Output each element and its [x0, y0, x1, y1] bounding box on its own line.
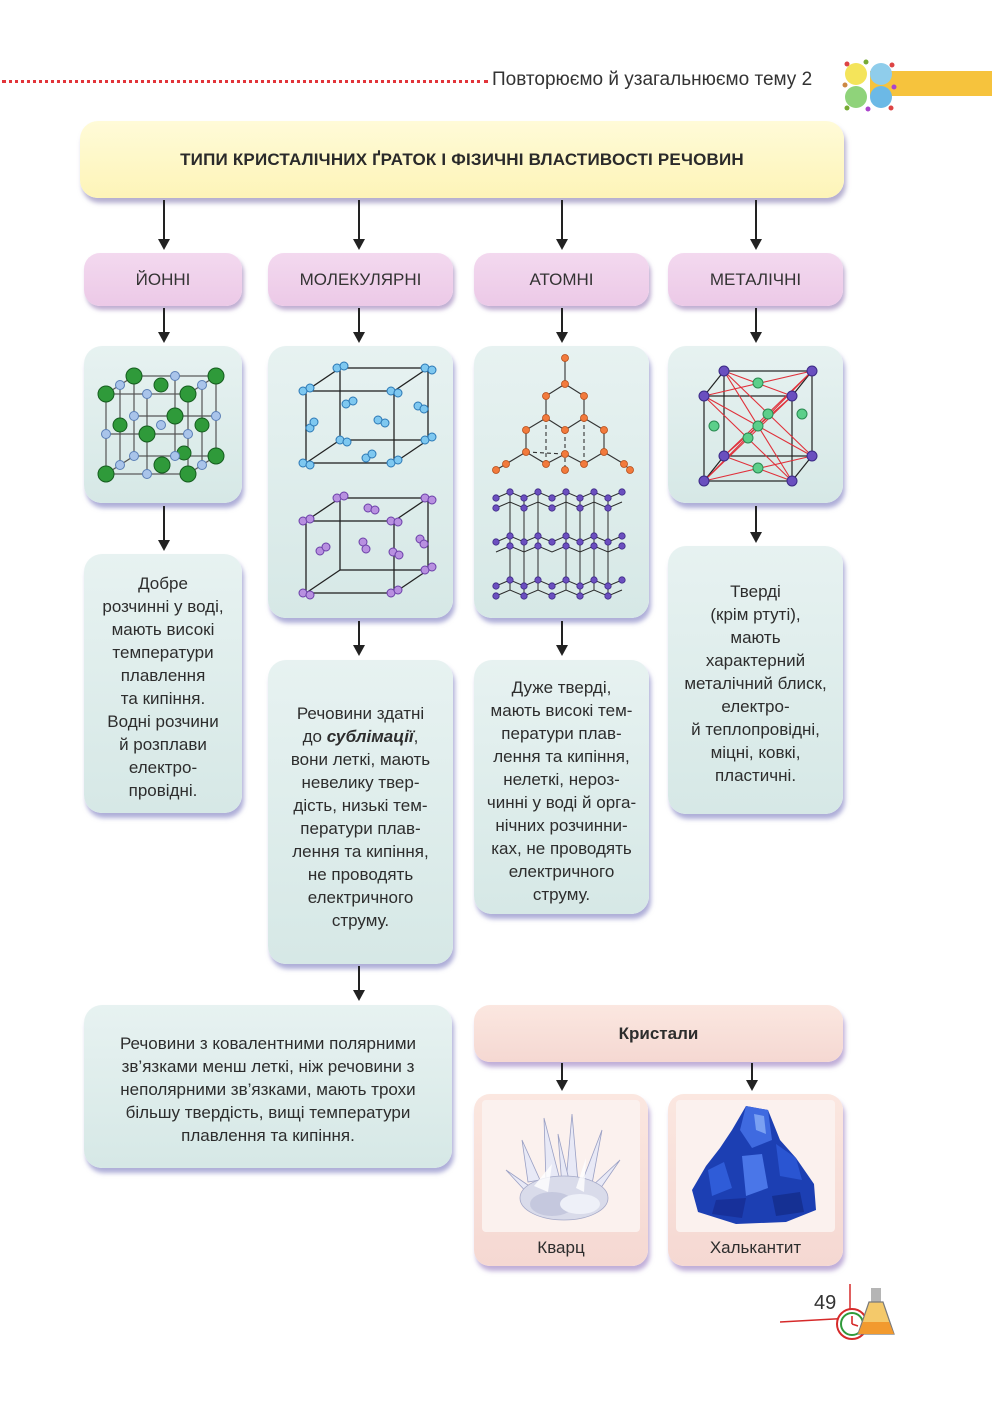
text-line: Речовини з ковалентними полярними: [119, 1034, 417, 1053]
arrow-down-icon: [353, 200, 365, 250]
text-line: Водні розчини: [107, 712, 219, 731]
text-line: чинні у воді й орга-: [486, 793, 637, 812]
text-line: розчинні у воді,: [102, 597, 224, 616]
ionic-properties-panel: Добре розчинні у воді, мають високі темп…: [84, 554, 242, 813]
metallic-properties-text: Тверді (крім ртуті), мають характерний м…: [668, 580, 843, 787]
text-line: мають: [730, 628, 781, 647]
footer-decoration-icon: [780, 1284, 895, 1340]
chalcanthite-label: Халькантит: [709, 1238, 802, 1257]
metallic-lattice-image: [698, 365, 818, 487]
text-line: мають високі тем-: [490, 701, 633, 720]
text-line: більшу твердість, вищі температури: [125, 1103, 411, 1122]
text-line: електричного: [508, 862, 615, 881]
text-line: мають високі: [111, 620, 215, 639]
ionic-lattice-panel: [84, 346, 242, 503]
text-line: струму.: [532, 885, 591, 904]
header-dotted-line: [2, 80, 488, 83]
arrow-down-icon: [158, 200, 170, 250]
arrow-down-icon: [556, 621, 568, 656]
type-molecular: МОЛЕКУЛЯРНІ: [268, 253, 453, 306]
ionic-properties-text: Добре розчинні у воді, мають високі темп…: [84, 572, 242, 802]
arrow-down-icon: [353, 308, 365, 343]
text-line: ператури плав-: [501, 724, 622, 743]
text-line: вони леткі, мають: [290, 750, 431, 769]
text-line: невелику твер-: [301, 773, 420, 792]
text-fragment: до: [302, 727, 327, 746]
text-line: плавлення: [120, 666, 206, 685]
text-fragment: ,: [413, 727, 419, 746]
text-line: електро-: [721, 697, 790, 716]
molecular-lattice-panel: [268, 346, 453, 618]
text-line: ператури плав-: [300, 819, 421, 838]
text-line: міцні, ковкі,: [710, 743, 801, 762]
arrow-down-icon: [750, 308, 762, 343]
text-line: й розплави: [119, 735, 207, 754]
arrow-down-icon: [158, 506, 170, 551]
text-line: ках, не проводять: [491, 839, 632, 858]
section-title: Повторюємо й узагальнюємо тему 2: [492, 69, 813, 90]
text-line: зв’язками менш леткі, ніж речовини з: [121, 1057, 415, 1076]
term-sublimation: сублімації: [326, 727, 414, 746]
molecular-properties-panel: Речовини здатні до сублімації, вони летк…: [268, 660, 453, 964]
text-line: струму.: [331, 911, 390, 930]
metallic-properties-panel: Тверді (крім ртуті), мають характерний м…: [668, 546, 843, 814]
text-line: Добре: [138, 574, 188, 593]
arrow-down-icon: [158, 308, 170, 343]
molecular-lattice-image: [298, 361, 437, 600]
text-line: до сублімації,: [268, 725, 453, 748]
arrow-down-icon: [556, 308, 568, 343]
quartz-label: Кварц: [537, 1238, 585, 1257]
text-line: провідні.: [128, 781, 198, 800]
arrow-down-icon: [746, 1063, 758, 1091]
ionic-lattice-image: [97, 367, 225, 483]
text-line: лення та кипіння,: [292, 842, 429, 861]
atomic-lattice-image: [492, 354, 634, 600]
crystals-title: Кристали: [474, 1005, 843, 1062]
molecular-properties-text: Речовини здатні до сублімації, вони летк…: [268, 702, 453, 932]
text-line: (крім ртуті),: [710, 605, 801, 624]
polar-note-panel: Речовини з ковалентними полярними зв’язк…: [84, 1005, 452, 1168]
text-line: електро-: [128, 758, 198, 777]
quartz-card: Кварц: [474, 1094, 648, 1266]
arrow-down-icon: [556, 200, 568, 250]
metallic-lattice-panel: [668, 346, 843, 503]
text-line: нелеткі, нероз-: [503, 770, 620, 789]
atomic-lattice-panel: [474, 346, 649, 618]
text-line: електричного: [307, 888, 414, 907]
text-line: нічних розчинни-: [495, 816, 628, 835]
text-line: характерний: [705, 651, 806, 670]
arrow-down-icon: [353, 621, 365, 656]
quartz-photo-frame: [482, 1100, 640, 1232]
chalcanthite-photo-frame: [676, 1100, 835, 1232]
text-line: лення та кипіння,: [493, 747, 630, 766]
type-ionic: ЙОННІ: [84, 253, 242, 306]
arrow-down-icon: [353, 966, 365, 1001]
type-metallic: МЕТАЛІЧНІ: [668, 253, 843, 306]
type-atomic: АТОМНІ: [474, 253, 649, 306]
molecule-logo-icon: [842, 59, 897, 112]
arrow-down-icon: [750, 200, 762, 250]
polar-note-text: Речовини з ковалентними полярними зв’язк…: [84, 1032, 452, 1147]
text-line: пластичні.: [714, 766, 797, 785]
arrow-down-icon: [556, 1063, 568, 1091]
page-title: ТИПИ КРИСТАЛІЧНИХ ҐРАТОК І ФІЗИЧНІ ВЛАСТ…: [80, 121, 844, 198]
chalcanthite-card: Халькантит: [668, 1094, 843, 1266]
text-line: металічний блиск,: [684, 674, 827, 693]
text-line: неполярними зв’язками, мають трохи: [120, 1080, 416, 1099]
text-line: температури: [112, 643, 214, 662]
text-line: й теплопровідні,: [691, 720, 820, 739]
text-line: Дуже тверді,: [511, 678, 612, 697]
text-line: дість, низькі тем-: [293, 796, 428, 815]
text-line: та кипіння.: [120, 689, 206, 708]
quartz-crystal-image: [505, 1113, 621, 1221]
text-line: не проводять: [307, 865, 414, 884]
chalcanthite-crystal-image: [692, 1106, 816, 1224]
text-line: Тверді: [730, 582, 781, 601]
atomic-properties-panel: Дуже тверді, мають високі тем- ператури …: [474, 660, 649, 914]
arrow-down-icon: [750, 506, 762, 543]
page-number: 49: [814, 1292, 837, 1314]
text-line: Речовини здатні: [296, 704, 425, 723]
text-line: плавлення та кипіння.: [181, 1126, 355, 1145]
atomic-properties-text: Дуже тверді, мають високі тем- ператури …: [474, 676, 649, 906]
